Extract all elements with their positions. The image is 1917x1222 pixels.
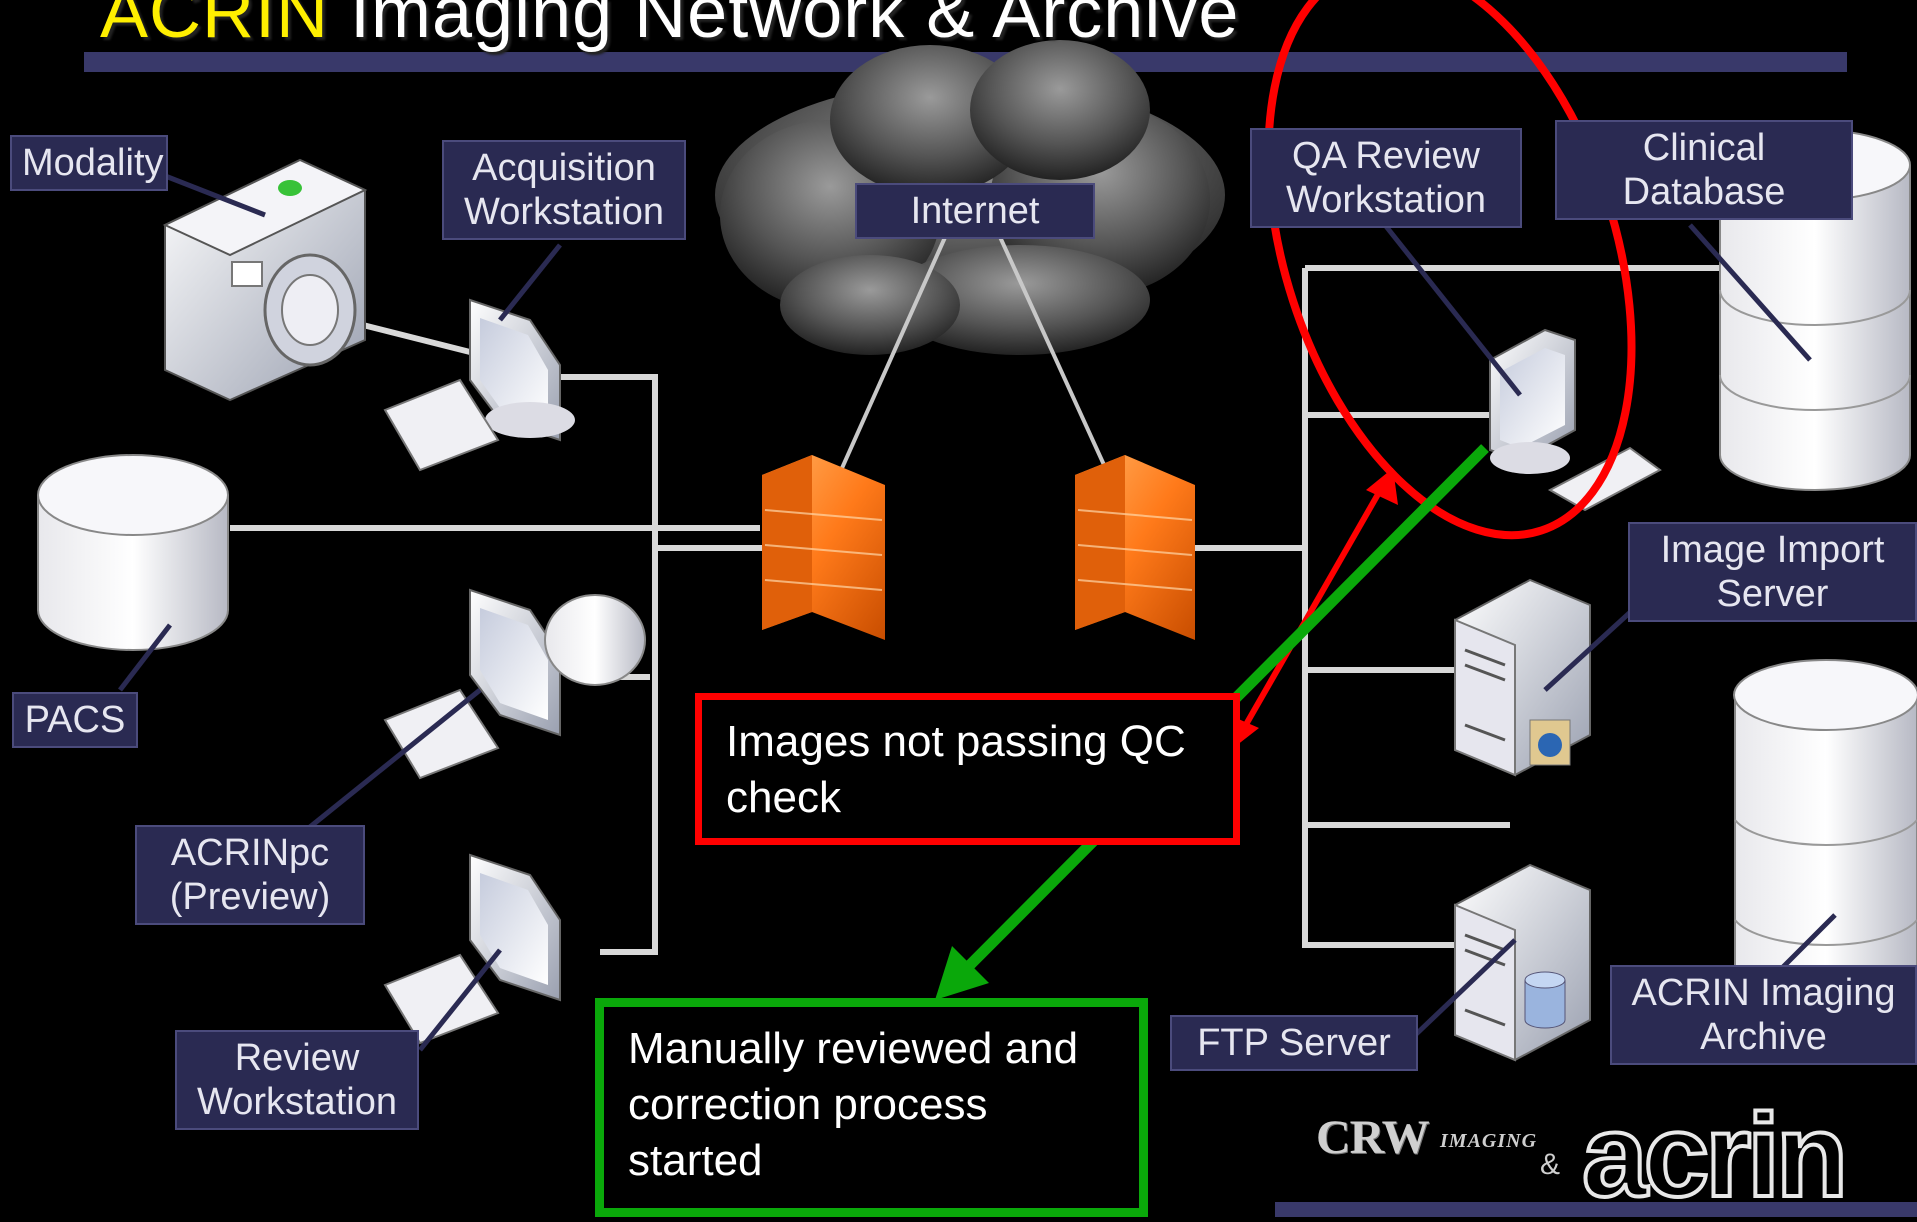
- label-pacs: PACS: [12, 692, 138, 748]
- label-acrinpc-preview: ACRINpc (Preview): [135, 825, 365, 925]
- label-acquisition-workstation: Acquisition Workstation: [442, 140, 686, 240]
- red-double-arrow: [1227, 468, 1398, 749]
- qa-highlight-ellipse: [1264, 0, 1636, 540]
- archive-cylinder-icon: [1733, 659, 1917, 1036]
- acrinpc-workstation-icon: [383, 588, 646, 780]
- firewall-left: [762, 455, 885, 640]
- camera-icon: [162, 158, 368, 402]
- label-qa-review-workstation: QA Review Workstation: [1250, 128, 1522, 228]
- crw-imaging-logo: CRW IMAGING: [1312, 1108, 1548, 1166]
- title-acronym: ACRIN: [100, 0, 330, 53]
- left-network-lines: [230, 315, 770, 955]
- crw-logo-sub: IMAGING: [1440, 1130, 1538, 1152]
- label-clinical-database: Clinical Database: [1555, 120, 1853, 220]
- image-import-server-icon: [1454, 578, 1591, 777]
- page-title: ACRIN Imaging Network & Archive: [100, 0, 1239, 54]
- note-manual-review: Manually reviewed and correction process…: [595, 998, 1148, 1217]
- label-ftp-server: FTP Server: [1170, 1015, 1418, 1071]
- acquisition-workstation-icon: [383, 298, 575, 472]
- label-internet: Internet: [855, 183, 1095, 239]
- footer-bar: [1275, 1202, 1917, 1217]
- ftp-server-icon: [1454, 863, 1591, 1062]
- cloud-links: [828, 214, 1122, 501]
- label-modality: Modality: [10, 135, 168, 191]
- acrin-logo: acrin: [1580, 1090, 1850, 1222]
- crw-logo-main: CRW: [1316, 1111, 1430, 1164]
- label-review-workstation: Review Workstation: [175, 1030, 419, 1130]
- pacs-cylinder-icon: [37, 454, 229, 651]
- label-image-import-server: Image Import Server: [1628, 522, 1917, 622]
- review-workstation-icon: [383, 853, 561, 1045]
- firewall-right: [1075, 455, 1195, 640]
- note-qc-failure: Images not passing QC check: [695, 693, 1240, 845]
- right-network-lines: [1190, 265, 1725, 948]
- title-rest: Imaging Network & Archive: [329, 0, 1240, 53]
- logo-ampersand: &: [1540, 1148, 1561, 1181]
- label-acrin-imaging-archive: ACRIN Imaging Archive: [1610, 965, 1917, 1065]
